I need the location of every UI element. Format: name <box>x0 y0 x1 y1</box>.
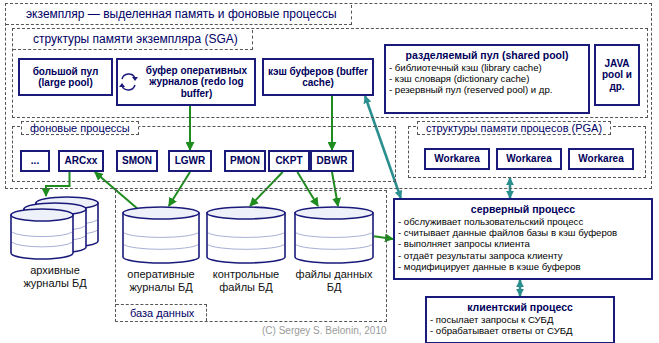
group-title: структуры памяти экземпляра (SGA) <box>13 30 253 50</box>
process-box: PMON <box>224 150 266 172</box>
disk-cylinder: оперативные журналы БД <box>122 206 200 298</box>
cycle-head <box>132 77 138 81</box>
disk-stack: архивные журналы БД <box>10 196 100 296</box>
region-frame: WorkareaWorkareaWorkareaструктуры памяти… <box>408 126 646 178</box>
store-label: оперативные журналы БД <box>122 268 200 293</box>
list-box: разделяемый пул (shared pool)- библиотеч… <box>384 44 590 114</box>
box-line: - обрабатывает ответы от СУБД <box>430 325 610 336</box>
store-label: файлы данных БД <box>294 268 374 293</box>
copyright-note: (C) Sergey S. Belonin, 2010 <box>262 325 387 336</box>
redo-cycle-icon <box>119 74 138 90</box>
process-box: Workarea <box>568 148 634 170</box>
data-flow-arrow <box>332 172 338 206</box>
label-holder: (C) Sergey S. Belonin, 2010 <box>262 325 387 336</box>
box-label: CKPT <box>273 155 305 167</box>
cylinder-stripe <box>12 242 72 246</box>
process-box: ... <box>20 150 50 172</box>
box-line: - отдаёт результаты запроса клиенту <box>398 250 648 261</box>
cylinder-stripe <box>296 245 372 250</box>
box-label: ARCxx <box>63 155 99 167</box>
cylinder-stripe <box>208 245 284 250</box>
process-box: LGWR <box>168 150 212 172</box>
memory-box: кэш буферов (buffer cache) <box>262 58 374 96</box>
data-flow-arrow <box>374 236 393 239</box>
store-label: контрольные файлы БД <box>206 268 286 293</box>
data-flow-arrow <box>250 172 283 206</box>
box-label: DBWR <box>315 155 349 167</box>
cylinder-body <box>207 213 285 263</box>
box-heading: клиентский процесс <box>430 301 610 314</box>
process-box: SMON <box>116 150 158 172</box>
region-frame: оперативные журналы БДконтрольные файлы … <box>115 190 387 322</box>
data-flow-arrow <box>169 172 190 206</box>
box-label: Workarea <box>501 153 557 165</box>
box-line: - резервный пул (reserved pool) и др. <box>389 84 585 95</box>
store-label: архивные журналы БД <box>10 264 100 289</box>
cylinder-stripe <box>124 245 198 250</box>
memory-box: большой пул (large pool) <box>18 58 113 96</box>
box-line: - модифицирует данные в кэше буферов <box>398 261 648 272</box>
list-box: серверный процесс- обслуживает пользоват… <box>393 198 653 280</box>
box-line: - обслуживает пользовательский процесс <box>398 216 648 227</box>
box-label: буфер оперативных журналов (redo log buf… <box>142 65 251 100</box>
process-box: CKPT <box>268 150 310 172</box>
box-heading: разделяемый пул (shared pool) <box>389 49 585 62</box>
disk-cylinder: контрольные файлы БД <box>206 206 286 298</box>
cycle-head <box>119 83 125 87</box>
memory-box: буфер оперативных журналов (redo log buf… <box>116 58 256 106</box>
box-label: Workarea <box>429 153 485 165</box>
cylinder-stripe <box>12 232 72 236</box>
box-line: - библиотечный кэш (library cache) <box>389 62 585 73</box>
box-line: - выполняет запросы клиента <box>398 238 648 249</box>
cylinder-body <box>123 213 199 263</box>
box-line: - кэш словаря (dictionary cache) <box>389 73 585 84</box>
box-label: ... <box>25 155 45 167</box>
box-line: - посылает запросы к СУБД <box>430 314 610 325</box>
cylinder-shape <box>206 206 286 264</box>
cylinder-shape <box>122 206 200 264</box>
cylinder-shape <box>10 196 100 260</box>
list-box: клиентский процесс- посылает запросы к С… <box>425 296 615 343</box>
exchange-arrow <box>519 280 522 296</box>
group-title: экземпляр — выделенная память и фоновые … <box>6 5 352 25</box>
process-box: Workarea <box>424 148 490 170</box>
region-frame: большой пул (large pool) буфер оперативны… <box>5 3 652 189</box>
data-flow-arrow <box>46 172 70 196</box>
exchange-arrow <box>509 178 512 198</box>
cylinder-shape <box>294 206 374 264</box>
group-title: база данных <box>116 304 207 321</box>
cylinder-top <box>207 207 285 219</box>
process-box: Workarea <box>496 148 562 170</box>
box-label: JAVA pool и др. <box>599 58 635 93</box>
box-label: SMON <box>121 155 153 167</box>
disk-cylinder: файлы данных БД <box>294 206 374 298</box>
box-label: Workarea <box>573 153 629 165</box>
data-flow-arrow <box>189 106 191 150</box>
data-flow-arrow <box>297 172 318 206</box>
box-label: PMON <box>229 155 261 167</box>
box-label: большой пул (large pool) <box>23 66 108 89</box>
region-frame: ...ARCxxSMONLGWRPMONCKPTDBWRфоновые проц… <box>12 126 396 182</box>
cylinder-top <box>11 209 73 221</box>
cylinder-stripe <box>208 233 284 238</box>
box-label: LGWR <box>173 155 207 167</box>
region-frame: большой пул (large pool) буфер оперативны… <box>12 28 648 118</box>
cylinder-top <box>123 207 199 219</box>
box-line: - считывает данные файлов базы в кэш буф… <box>398 227 648 238</box>
group-title: фоновые процессы <box>21 121 139 135</box>
group-title: структуры памяти процесов (PGA) <box>417 121 611 135</box>
memory-box: JAVA pool и др. <box>594 44 640 106</box>
data-flow-arrow <box>331 96 333 150</box>
box-heading: серверный процесс <box>398 203 648 216</box>
cylinder-stripe <box>124 233 198 238</box>
process-box: DBWR <box>310 150 354 172</box>
cylinder-top <box>295 207 373 219</box>
process-box: ARCxx <box>58 150 104 172</box>
cylinder-stripe <box>296 233 372 238</box>
box-label: кэш буферов (buffer cache) <box>267 66 369 89</box>
cylinder-body <box>295 213 373 263</box>
